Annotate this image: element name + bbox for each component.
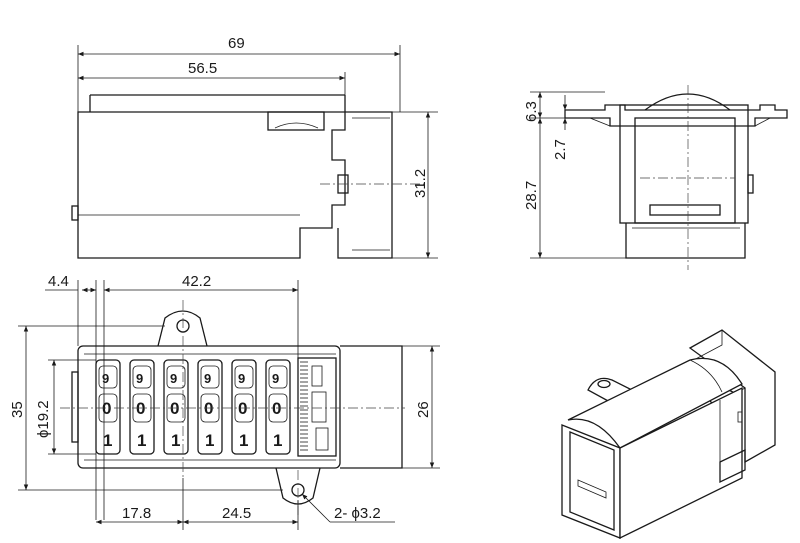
bottom-digit: 1 [205, 431, 214, 450]
bottom-digit: 1 [171, 431, 180, 450]
dim-hole-spacing: 24.5 [222, 505, 251, 522]
top-digit: 9 [272, 371, 279, 386]
bottom-digit: 1 [273, 431, 282, 450]
dim-height-side: 31.2 [412, 169, 429, 198]
middle-digit: 0 [272, 399, 281, 418]
counter-wheel-6: 9 0 1 [265, 359, 291, 455]
bottom-digit: 1 [103, 431, 112, 450]
middle-digit: 0 [204, 399, 213, 418]
side-view-dimensions: 69 56.5 31.2 [77, 35, 438, 259]
front-view: 9 0 1 9 0 1 9 0 1 9 0 1 [60, 300, 405, 515]
middle-digit: 0 [170, 399, 179, 418]
isometric-view [561, 329, 776, 540]
dim-width-wheels: 42.2 [182, 273, 211, 290]
top-digit: 9 [136, 371, 143, 386]
counter-wheel-3: 9 0 1 [163, 359, 189, 455]
dim-flange-thickness: 2.7 [552, 139, 569, 160]
counter-wheel-4: 9 0 1 [197, 359, 223, 455]
bottom-digit: 1 [239, 431, 248, 450]
dim-mount-holes: 2- ϕ3.2 [334, 505, 381, 522]
side-view [71, 94, 425, 259]
middle-digit: 0 [238, 399, 247, 418]
front-view-dimensions: 4.4 42.2 35 ϕ19.2 26 17.8 24.5 2- ϕ3.2 [9, 273, 440, 530]
middle-digit: 0 [102, 399, 111, 418]
top-digit: 9 [170, 371, 177, 386]
dim-wheel-diameter: ϕ19.2 [35, 400, 52, 438]
top-digit: 9 [204, 371, 211, 386]
dim-hole-offset-left: 17.8 [122, 505, 151, 522]
counter-wheel-5: 9 0 1 [231, 359, 257, 455]
dim-flange-height: 6.3 [523, 101, 540, 122]
counter-wheel-1: 9 0 1 [95, 359, 121, 455]
middle-digit: 0 [136, 399, 145, 418]
end-view [564, 85, 788, 270]
top-digit: 9 [238, 371, 245, 386]
gear-teeth [300, 361, 329, 451]
end-view-dimensions: 6.3 2.7 28.7 [523, 91, 626, 259]
counter-wheel-2: 9 0 1 [129, 359, 155, 455]
bottom-digit: 1 [137, 431, 146, 450]
dim-height-total: 35 [9, 401, 26, 418]
top-digit: 9 [102, 371, 109, 386]
dim-width-total: 69 [228, 35, 245, 52]
dim-body-depth: 28.7 [523, 181, 540, 210]
dim-offset-top: 4.4 [48, 273, 69, 290]
dim-width-body: 56.5 [188, 60, 217, 77]
dim-height-body: 26 [415, 401, 432, 418]
